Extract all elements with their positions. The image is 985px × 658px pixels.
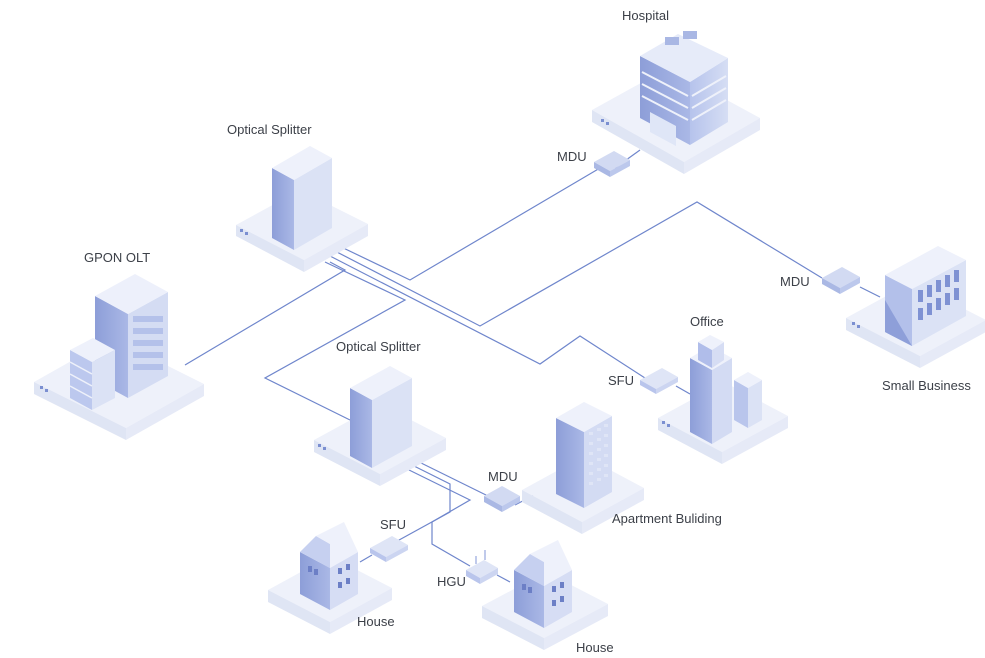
house-right-node xyxy=(482,540,608,650)
label-sfu-office: SFU xyxy=(608,373,634,388)
gpon-olt-node xyxy=(34,274,204,440)
label-hospital: Hospital xyxy=(622,8,669,23)
link-splitter-splitter-mid xyxy=(263,261,407,421)
label-apartment: Apartment Buliding xyxy=(612,511,722,526)
label-optical-splitter-top: Optical Splitter xyxy=(227,122,312,137)
label-house-right: House xyxy=(576,640,614,655)
hgu-device xyxy=(466,550,498,584)
hospital-node xyxy=(592,31,760,174)
optical-splitter-mid-node xyxy=(314,366,446,486)
apartment-building-node xyxy=(522,402,644,534)
link-sfu-office xyxy=(675,385,691,395)
link-olt-splitter-top xyxy=(184,261,347,366)
sfu-device-house xyxy=(370,536,408,562)
label-sfu-house: SFU xyxy=(380,517,406,532)
label-gpon-olt: GPON OLT xyxy=(84,250,151,265)
label-optical-splitter-mid: Optical Splitter xyxy=(336,339,421,354)
link-mdu-business xyxy=(859,286,881,298)
link-splitter-hospital-mdu xyxy=(334,167,601,281)
link-mid-hgu xyxy=(404,467,472,567)
office-node xyxy=(658,335,788,464)
link-splitter-business-mdu xyxy=(332,201,823,327)
link-splitter-office-sfu xyxy=(329,255,646,379)
link-hgu-house xyxy=(496,574,511,583)
mdu-device-hospital xyxy=(594,151,630,177)
label-mdu-hospital: MDU xyxy=(557,149,587,164)
link-sfu-house xyxy=(359,554,373,563)
small-business-node xyxy=(846,246,985,368)
mdu-device-apartment xyxy=(484,486,520,512)
label-mdu-apartment: MDU xyxy=(488,469,518,484)
label-small-business: Small Business xyxy=(882,378,971,393)
label-hgu: HGU xyxy=(437,574,466,589)
link-mid-sfu-house xyxy=(389,463,451,546)
link-mid-apartment-mdu xyxy=(414,459,489,497)
mdu-device-business xyxy=(822,267,860,294)
label-house-left: House xyxy=(357,614,395,629)
house-left-node xyxy=(268,522,392,634)
label-office: Office xyxy=(690,314,724,329)
optical-splitter-top-node xyxy=(236,146,368,272)
label-mdu-business: MDU xyxy=(780,274,810,289)
sfu-device-office xyxy=(640,368,678,394)
connection-lines xyxy=(184,149,881,583)
